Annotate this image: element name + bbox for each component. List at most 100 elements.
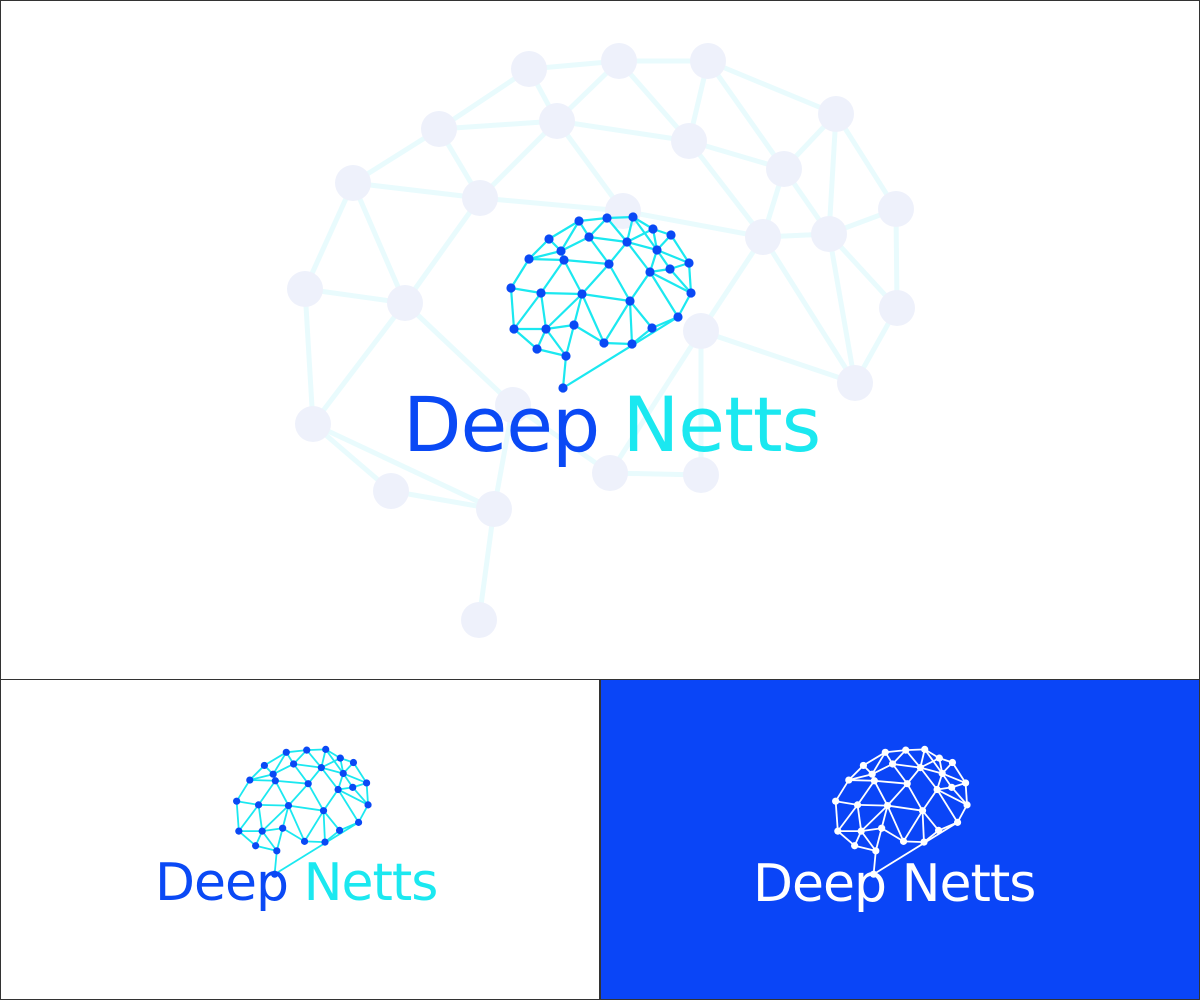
network-link [837,830,856,847]
network-link [322,789,339,812]
watermark-link [556,118,690,144]
network-link [905,749,922,769]
network-link [581,292,631,303]
network-node [271,870,279,878]
network-node [948,783,956,791]
network-node [303,746,311,754]
network-node [558,383,568,393]
network-node [335,826,344,835]
network-node [666,230,676,240]
network-node [260,761,268,770]
network-node [336,754,344,762]
network-link [303,810,325,842]
network-link [581,263,610,295]
watermark-link [476,508,497,621]
network-link [287,805,306,842]
network-node [916,764,924,772]
network-node [362,779,371,787]
network-node [556,246,566,256]
network-link [837,804,859,832]
network-link [510,258,530,289]
network-node [509,324,519,334]
watermark-link [302,288,316,425]
network-node [532,344,542,354]
network-link [626,228,654,243]
network-node [902,746,910,754]
network-link [365,782,369,805]
network-link [862,751,886,767]
logo-wordmark: Deep Netts [753,858,1036,910]
watermark-link [826,233,858,384]
watermark-link [302,181,356,291]
network-link [536,347,567,358]
network-link [513,328,538,350]
network-node [322,745,330,753]
watermark-node [373,473,409,509]
network-link [891,763,908,785]
watermark-link [438,118,558,132]
network-node [321,838,329,846]
watermark-node [476,491,512,527]
network-link [249,779,276,782]
network-node [647,323,657,333]
network-node [524,254,534,264]
network-link [902,810,924,842]
network-link [629,271,651,302]
network-link [887,804,923,812]
network-link [848,773,873,781]
network-link [287,783,309,807]
watermark-link [700,328,856,386]
watermark-node [495,387,531,423]
watermark-node [421,111,457,147]
network-link [563,259,583,295]
network-link [578,216,608,223]
watermark-link [833,112,899,211]
watermark-node [592,455,628,491]
brain-network-watermark [287,43,915,638]
network-node [853,801,862,809]
network-link [249,773,274,781]
network-link [272,763,294,776]
network-node [584,232,594,242]
network-node [851,842,859,850]
network-node [921,745,929,753]
network-link [880,805,889,829]
network-link [342,772,367,784]
network-node [868,770,876,778]
network-node [933,785,941,794]
watermark-node [690,43,726,79]
network-node [317,764,325,772]
network-link [561,355,568,389]
network-node [648,224,658,234]
network-link [626,240,658,252]
network-link [255,844,278,852]
watermark-node [539,103,575,139]
wordmark-deep: Deep [403,380,600,469]
network-link [288,804,324,812]
watermark-link [622,208,764,240]
watermark-link [607,329,704,475]
network-link [941,772,966,784]
network-link [257,804,264,832]
wordmark-deep: Deep [753,854,887,914]
network-node [961,779,970,787]
network-link [860,830,877,852]
network-node [279,824,287,832]
network-link [588,235,628,244]
network-link [322,810,326,843]
network-link [274,780,290,807]
network-link [321,766,344,775]
network-node [319,807,328,815]
network-link [275,827,284,852]
network-node [602,213,612,223]
network-link [548,220,580,240]
brain-network-icon [506,212,696,393]
network-link [272,751,288,775]
watermark-node [837,365,873,401]
network-node [627,339,637,349]
network-node [938,769,946,778]
network-link [337,789,360,823]
network-link [936,788,968,806]
network-link [919,767,938,791]
network-link [936,789,959,823]
